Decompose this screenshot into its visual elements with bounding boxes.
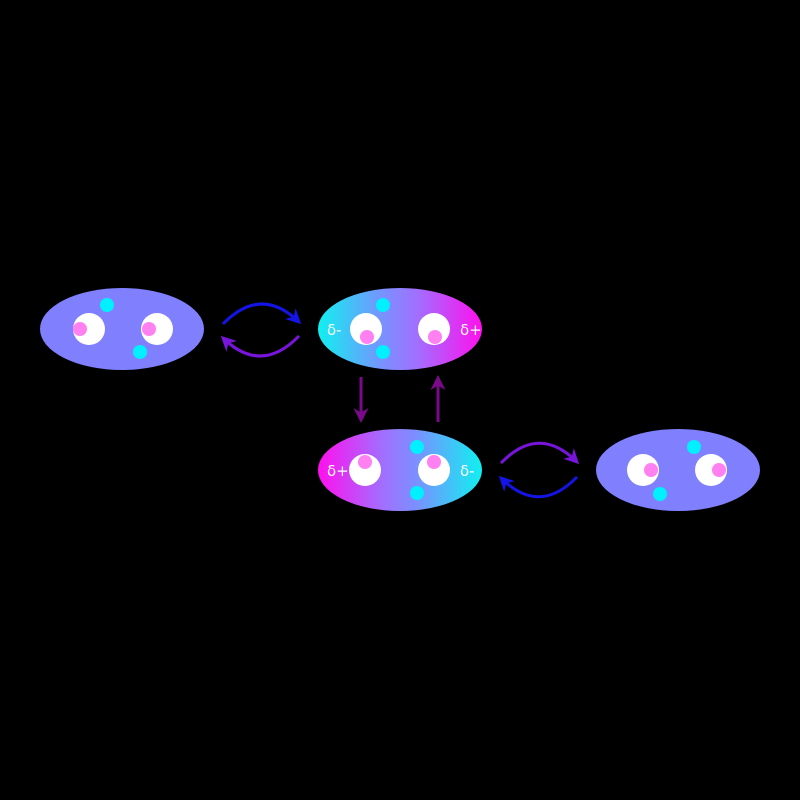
arrow-equilibrium-bottom-reverse (498, 475, 579, 499)
molecule-polarized-top: δ- δ+ (318, 288, 482, 370)
arrow-equilibrium-bottom-forward (499, 441, 580, 465)
electron (410, 486, 424, 500)
partial-charge-negative: δ- (460, 462, 475, 480)
nucleus-core (712, 463, 726, 477)
nucleus-core (358, 455, 372, 469)
molecule-body (596, 429, 760, 511)
molecule-neutral-right (596, 429, 760, 511)
electron (376, 345, 390, 359)
electron (376, 298, 390, 312)
nucleus-ring (73, 313, 105, 345)
electron (100, 298, 114, 312)
nucleus-ring (627, 454, 659, 486)
arrow-equilibrium-top-reverse (220, 334, 301, 358)
nucleus-core (142, 322, 156, 336)
molecule-body (318, 288, 482, 370)
molecule-body (40, 288, 204, 370)
nucleus-ring (695, 454, 727, 486)
molecule-polarized-bottom: δ+ δ- (318, 429, 482, 511)
nucleus-ring (418, 454, 450, 486)
electron (133, 345, 147, 359)
molecule-body (318, 429, 482, 511)
nucleus-core (644, 463, 658, 477)
nucleus-ring (349, 454, 381, 486)
molecule-neutral-left (40, 288, 204, 370)
electron (687, 440, 701, 454)
nucleus-ring (141, 313, 173, 345)
nucleus-core (428, 330, 442, 344)
electron (410, 440, 424, 454)
partial-charge-positive: δ+ (327, 462, 349, 480)
arrow-equilibrium-top-forward (221, 302, 302, 326)
partial-charge-negative: δ- (327, 321, 342, 339)
nucleus-core (360, 330, 374, 344)
nucleus-core (427, 455, 441, 469)
partial-charge-positive: δ+ (460, 321, 482, 339)
electron (653, 487, 667, 501)
nucleus-core (73, 322, 87, 336)
